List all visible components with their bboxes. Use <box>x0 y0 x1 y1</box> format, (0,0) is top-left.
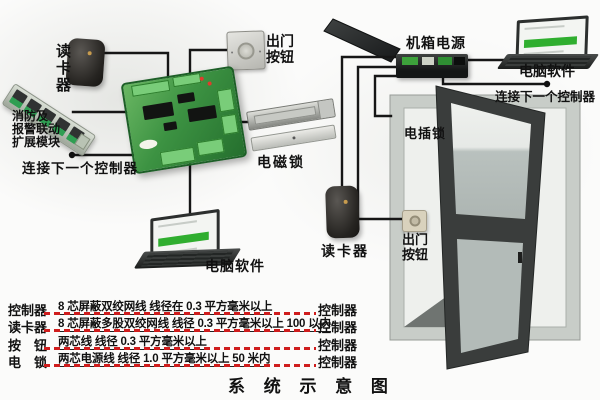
junction-dot-left <box>68 151 76 159</box>
label-card-reader-right: 读卡器 <box>321 243 369 259</box>
maglock-cap <box>317 99 335 119</box>
ic-chip <box>176 92 196 104</box>
terminal-block <box>172 72 202 88</box>
access-controller-board <box>120 65 248 175</box>
spec-row-reader: 读卡器 8 芯屏蔽多股双绞网线 线径 0.3 平方毫米以上 100 以内 控制器 <box>0 315 380 335</box>
label-power-box: 机箱电源 <box>406 35 466 51</box>
spec-row-button: 按 钮 两芯线 线径 0.3 平方毫米以上 控制器 <box>0 333 380 353</box>
reader-led <box>343 199 348 204</box>
red-dashed-line <box>44 329 316 332</box>
terminal-block <box>220 113 239 135</box>
junction-dot-right <box>543 80 551 88</box>
terminal-block <box>131 79 171 97</box>
spec-row-controller: 控制器 8 芯屏蔽双绞网线 线径在 0.3 平方毫米以上 控制器 <box>0 298 380 318</box>
screw <box>258 49 262 53</box>
power-supply-box <box>396 54 468 78</box>
label-fire-module: 消防及 报警联动 扩展模块 <box>12 109 61 149</box>
spec-text: 两芯线 线径 0.3 平方毫米以上 <box>58 333 207 350</box>
terminal-block <box>216 88 236 113</box>
label-connect-next-left: 连接下一个控制器 <box>22 161 138 176</box>
power-box-lid <box>323 18 401 63</box>
label-exit-button-right: 出门 按钮 <box>402 232 429 262</box>
screw <box>231 50 234 54</box>
label-exit-button-top: 出门 按钮 <box>266 33 294 65</box>
exit-button-circle <box>237 41 255 60</box>
wire-power-to-bolt-lock <box>373 74 400 118</box>
door-handle <box>518 252 522 263</box>
reader-led <box>87 51 93 56</box>
spec-right-label: 控制器 <box>318 338 358 353</box>
spec-left-label: 控制器 <box>8 303 48 318</box>
spec-right-label: 控制器 <box>318 303 358 318</box>
spec-left-label: 按 钮 <box>8 338 48 353</box>
plate-screw <box>291 136 296 140</box>
card-reader-right <box>325 185 360 239</box>
power-pcb <box>402 57 418 65</box>
spec-left-label: 读卡器 <box>8 320 48 335</box>
window-line <box>524 24 565 30</box>
red-dashed-line <box>44 347 316 350</box>
spec-row-lock: 电 锁 两芯电源线 线径 1.0 平方毫米以上 50 米内 控制器 <box>0 350 380 370</box>
power-pcb <box>438 57 452 65</box>
red-dashed-line <box>44 312 316 315</box>
progress-bar <box>524 36 578 48</box>
ic-chip <box>187 104 218 123</box>
label-connect-next-right: 连接下一个控制器 <box>495 90 596 104</box>
wire-power-to-exit-button-right <box>356 65 404 221</box>
spec-text: 两芯电源线 线径 1.0 平方毫米以上 50 米内 <box>58 350 270 367</box>
exit-button-circle <box>409 215 420 227</box>
power-transformer <box>454 57 465 65</box>
label-bolt-lock: 电插锁 <box>404 126 447 141</box>
spec-right-label: 控制器 <box>318 320 358 335</box>
spec-left-label: 电 锁 <box>8 355 48 370</box>
led-red <box>207 81 212 86</box>
wire-next-controller-right <box>441 75 549 86</box>
terminal-block <box>196 138 225 157</box>
spec-text: 8 芯屏蔽双绞网线 线径在 0.3 平方毫米以上 <box>58 298 273 315</box>
terminal-block <box>159 146 196 167</box>
ic-chip <box>163 121 178 132</box>
spec-text: 8 芯屏蔽多股双绞网线 线径 0.3 平方毫米以上 100 以内 <box>58 315 331 332</box>
red-dashed-line <box>44 364 316 367</box>
diagram-title: 系 统 示 意 图 <box>228 377 395 396</box>
spec-right-label: 控制器 <box>318 355 358 370</box>
label-pc-software-top: 电脑软件 <box>519 63 575 79</box>
wire-reader-left-to-controller <box>101 51 170 84</box>
progress-bar <box>158 231 210 247</box>
power-module <box>422 57 434 65</box>
led-red <box>199 76 205 82</box>
label-pc-software-bottom: 电脑软件 <box>205 258 265 274</box>
exit-button-right <box>402 210 427 232</box>
label-card-reader-left: 读卡器 <box>54 43 71 94</box>
exit-button-top <box>226 30 266 71</box>
door-glass-lower <box>457 239 523 353</box>
door-glass-upper <box>451 103 531 219</box>
buzzer <box>138 138 158 151</box>
wire-power-to-reader-right <box>340 55 400 189</box>
window-line <box>158 220 197 228</box>
ic-chip <box>142 101 175 121</box>
label-maglock: 电磁锁 <box>257 154 305 170</box>
